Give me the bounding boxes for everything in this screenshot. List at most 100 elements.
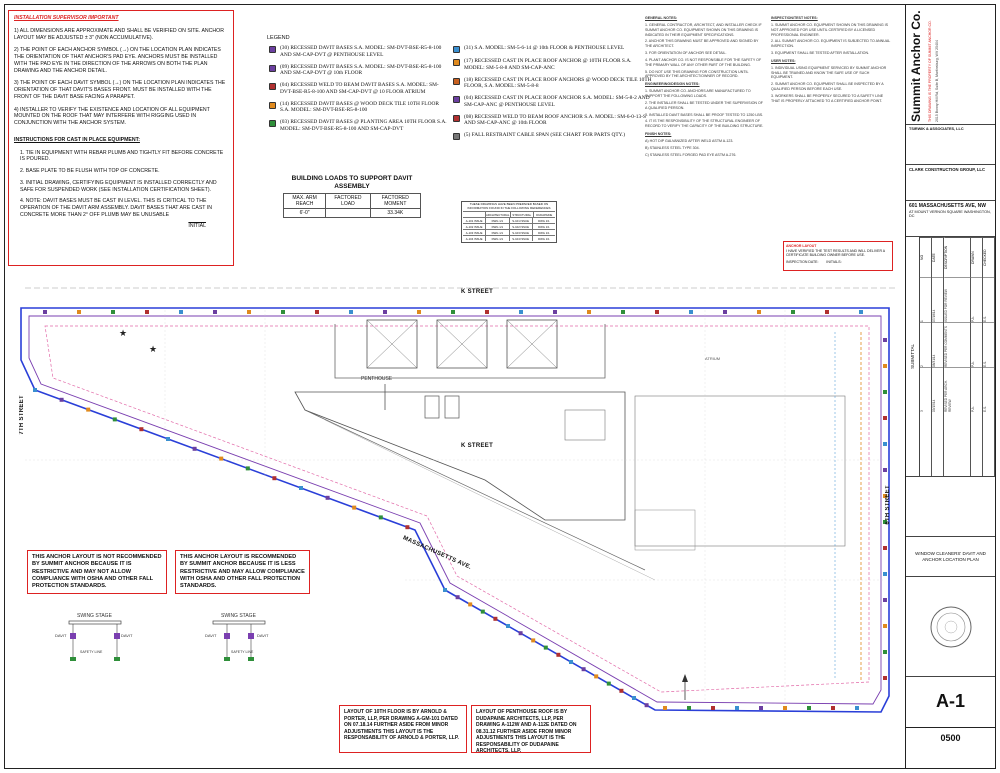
anchor-marker-icon xyxy=(757,310,761,314)
legend-item: (18) RECESSED CAST IN PLACE ROOF ANCHORS… xyxy=(453,77,653,91)
anchor-layout-box: ANCHOR LAYOUT I HAVE VERIFIED THE TEST R… xyxy=(783,241,893,271)
davit-icon xyxy=(70,633,76,639)
legend-symbol-icon xyxy=(453,77,460,85)
davit-label: DAVIT xyxy=(55,633,67,638)
anchor-marker-icon xyxy=(352,505,357,510)
legend-item: (17) RECESSED CAST IN PLACE ROOF ANCHOR … xyxy=(453,58,653,72)
safety-line-label: SAFETY LINE xyxy=(80,650,103,654)
7th-street-label: 7TH STREET xyxy=(19,395,25,435)
reference-cell: A-104 ISSUE xyxy=(465,236,483,241)
legend-item: (03) RECESSED DAVIT BASES @ PLANTING ARE… xyxy=(269,119,449,133)
cast-header: INSTRUCTIONS FOR CAST IN PLACE EQUIPMENT… xyxy=(14,136,140,143)
anchor-icon xyxy=(248,657,254,661)
anchor-marker-icon xyxy=(281,310,285,314)
anchor-marker-icon xyxy=(77,310,81,314)
anchor-marker-icon xyxy=(325,495,330,500)
anchor-marker-icon xyxy=(581,667,586,672)
star-icon: ★ xyxy=(119,328,127,338)
legend-text: (04) RECESSED WELD TO BEAM DAVIT BASES S… xyxy=(280,82,439,95)
anchor-marker-icon xyxy=(655,310,659,314)
submittal-label: SUBMITTAL xyxy=(909,344,915,369)
note-item: 3. FOR ORIENTATION OF ANCHOR SEE DETAIL. xyxy=(645,51,727,56)
note-item: 3. EQUIPMENT SHALL BE TESTED AFTER INSTA… xyxy=(771,51,870,56)
anchor-icon xyxy=(224,657,230,661)
loads-header-moment: FACTORED MOMENT xyxy=(369,192,422,209)
anchor-marker-icon xyxy=(405,525,410,530)
legend-item: (14) RECESSED DAVIT BASES @ WOOD DECK TI… xyxy=(269,101,449,115)
anchor-marker-icon xyxy=(883,546,887,550)
anchor-marker-icon xyxy=(139,427,144,432)
sheet-description: WINDOW CLEANERS' DAVIT AND ANCHOR LOCATI… xyxy=(915,550,986,562)
anchor-marker-icon xyxy=(86,407,91,412)
loads-value-load xyxy=(325,207,371,218)
anchor-marker-icon xyxy=(606,681,611,686)
anchor-marker-icon xyxy=(383,310,387,314)
inspection-notes-title: INSPECTION/TEST NOTES: xyxy=(771,16,818,20)
install-item-1: 1) ALL DIMENSIONS ARE APPROXIMATE AND SH… xyxy=(14,27,224,41)
note-item: B) STAINLESS STEEL TYPE 304. xyxy=(645,145,700,150)
owner-block: CLARK CONSTRUCTION GROUP, LLC xyxy=(906,165,995,201)
safety-line-label: SAFETY LINE xyxy=(231,650,254,654)
anchor-marker-icon xyxy=(315,310,319,314)
legend: LEGEND (30) RECESSED DAVIT BASES S.A. MO… xyxy=(267,35,657,215)
roof-outline-inner xyxy=(28,315,882,705)
anchor-marker-icon xyxy=(179,310,183,314)
anchor-marker-icon xyxy=(468,602,473,607)
reference-cell: DWG 1/1 xyxy=(531,236,555,242)
swing-stage-label: SWING STAGE xyxy=(77,613,113,619)
note-item: 2. ANCHOR THIS DRAWING MUST BE APPROVED … xyxy=(645,39,759,49)
loads-title: BUILDING LOADS TO SUPPORT DAVIT ASSEMBLY xyxy=(291,175,413,190)
anchor-marker-icon xyxy=(594,674,599,679)
legend-right-column: (31) S.A. MODEL: SM-5-6-14 @ 10th FLOOR … xyxy=(453,45,653,145)
davit-icon xyxy=(224,633,230,639)
anchor-marker-icon xyxy=(632,696,636,700)
note-item: 2. SUMMIT ANCHOR CO. EQUIPMENT SHALL BE … xyxy=(771,82,884,92)
anchor-marker-icon xyxy=(689,310,693,314)
anchor-marker-icon xyxy=(443,588,447,592)
reference-cell: A-102 ISSUE xyxy=(465,224,483,229)
anchor-marker-icon xyxy=(219,456,224,461)
anchor-marker-icon xyxy=(859,310,863,314)
revision-cell: E.S. xyxy=(983,277,994,322)
reference-cell: DUDAPAINE xyxy=(532,212,556,218)
k-street-label-top: K STREET xyxy=(461,289,494,295)
anchor-marker-icon xyxy=(883,364,887,368)
revision-header: CHECKED xyxy=(983,237,994,277)
revision-cell: 2 xyxy=(920,322,931,367)
legend-symbol-icon xyxy=(453,59,460,66)
note-item: 2. THE INSTALLER SHALL BE TESTED UNDER T… xyxy=(645,100,763,110)
k-street-label-mid: K STREET xyxy=(461,443,494,449)
revision-cell: REVISED PER COMMENTS xyxy=(943,322,971,367)
sheet-description-block: WINDOW CLEANERS' DAVIT AND ANCHOR LOCATI… xyxy=(906,537,995,577)
legend-symbol-icon xyxy=(269,101,276,109)
legend-title: LEGEND xyxy=(267,35,290,41)
warning-not-recommended: THIS ANCHOR LAYOUT IS NOT RECOMMENDED BY… xyxy=(27,550,167,595)
anchor-marker-icon xyxy=(687,706,691,710)
anchor-marker-icon xyxy=(883,650,887,654)
revision-cell: REVISED PER ARCH. REVIEW xyxy=(943,367,971,412)
anchor-marker-icon xyxy=(519,310,523,314)
loads-header-load: FACTORED LOAD xyxy=(325,192,371,209)
warning-recommended: THIS ANCHOR LAYOUT IS RECOMMENDED BY SUM… xyxy=(175,550,310,595)
davit-label: DAVIT xyxy=(257,633,269,638)
skylight-1 xyxy=(366,319,418,369)
anchor-marker-icon xyxy=(531,638,536,643)
reference-cell: S-101 ISSUE xyxy=(508,218,532,224)
anchor-marker-icon xyxy=(883,442,887,446)
anchor-marker-icon xyxy=(621,310,625,314)
site-plan: ★ ★ PENTHOUSE ATRIUM xyxy=(20,287,895,713)
anchor-marker-icon xyxy=(883,390,887,394)
anchor-marker-icon xyxy=(299,486,303,490)
architect-block: TSIRWIK & ASSOCIATES, LLC xyxy=(906,125,995,165)
anchor-marker-icon xyxy=(112,417,117,422)
legend-symbol-icon xyxy=(269,83,276,90)
davit-icon xyxy=(248,633,254,639)
anchor-marker-icon xyxy=(663,706,667,710)
